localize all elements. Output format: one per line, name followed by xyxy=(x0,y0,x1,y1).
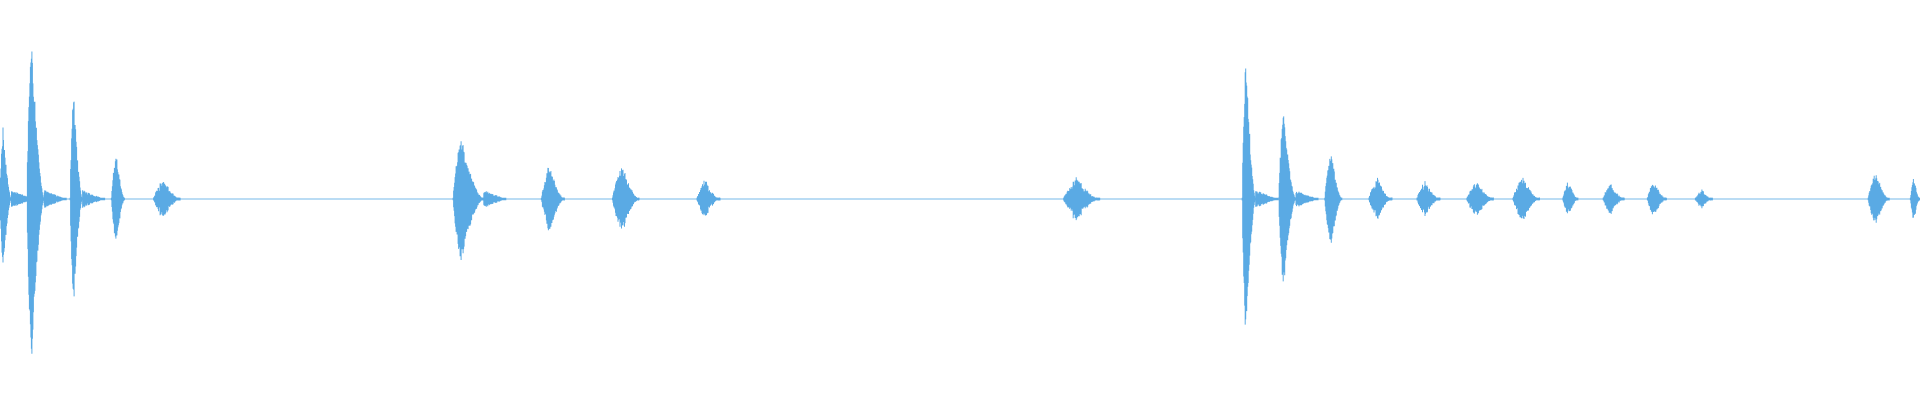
waveform-burst xyxy=(1602,184,1625,214)
waveform-burst xyxy=(1694,189,1713,209)
waveform-burst xyxy=(1278,116,1297,282)
waveform-burst xyxy=(540,167,565,231)
waveform-tail xyxy=(82,190,106,208)
waveform-burst xyxy=(1466,183,1494,215)
waveform-burst xyxy=(1909,179,1920,218)
waveform-burst xyxy=(1512,177,1540,219)
waveform-burst xyxy=(1416,181,1441,216)
waveform-burst xyxy=(1324,156,1343,243)
waveform-burst xyxy=(696,180,721,216)
waveform-burst xyxy=(1241,68,1256,325)
waveform-burst xyxy=(153,182,181,216)
waveform-burst xyxy=(612,168,640,229)
waveform-tail xyxy=(43,190,67,208)
waveform-burst xyxy=(1063,177,1101,221)
waveform-tail xyxy=(483,191,507,207)
waveform-burst xyxy=(1867,175,1890,223)
waveform-burst xyxy=(452,141,485,260)
waveform-burst xyxy=(110,158,125,239)
waveform-burst xyxy=(69,101,83,297)
waveform-tail xyxy=(1255,191,1279,207)
waveform-burst xyxy=(1646,184,1667,215)
waveform-bars xyxy=(0,51,1920,354)
waveform-tail xyxy=(1295,191,1319,207)
waveform-burst xyxy=(1562,182,1579,214)
waveform-burst xyxy=(0,127,12,263)
waveform-burst xyxy=(1368,177,1393,219)
waveform-burst xyxy=(26,51,45,354)
